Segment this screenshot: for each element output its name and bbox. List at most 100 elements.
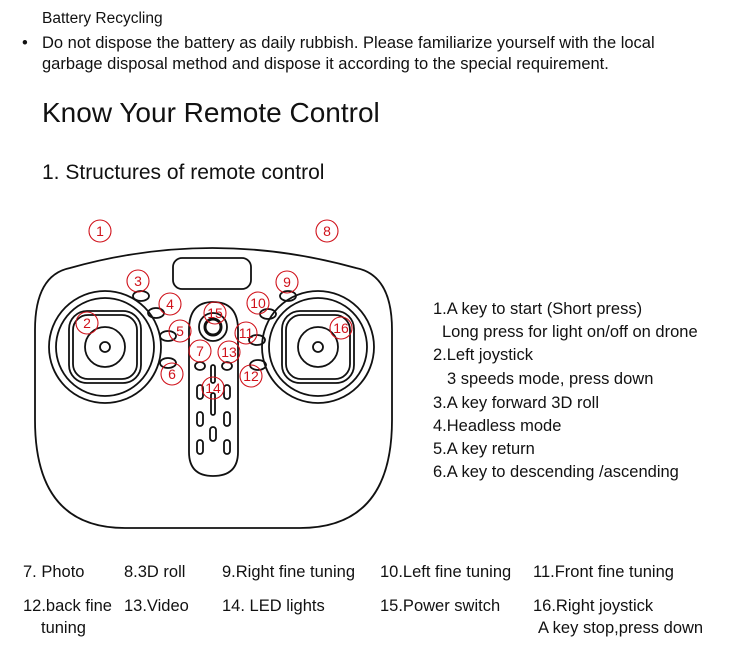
callout-16: 16 [329, 316, 353, 340]
callout-4: 4 [158, 292, 182, 316]
battery-text-1: Do not dispose the battery as daily rubb… [42, 34, 655, 52]
bullet: • [22, 34, 28, 52]
diagram-shape [48, 290, 162, 404]
diagram-shape [281, 310, 355, 384]
section-title: 1. Structures of remote control [42, 161, 325, 184]
diagram-shape [158, 292, 182, 316]
callout-9: 9 [275, 270, 299, 294]
callout-number: 8 [323, 223, 331, 239]
callout-number: 6 [168, 366, 176, 382]
callout-6: 6 [160, 362, 184, 386]
diagram-shape [312, 341, 324, 353]
legend-item: A key stop,press down [538, 619, 704, 637]
legend-item: 12.back fine [23, 597, 112, 615]
diagram-shape [261, 290, 375, 404]
callout-1: 1 [88, 219, 112, 243]
diagram-shape [194, 361, 206, 371]
diagram-shape [285, 314, 351, 380]
callout-number: 13 [221, 344, 237, 360]
callout-10: 10 [246, 291, 270, 315]
battery-text-2: garbage disposal method and dispose it a… [42, 55, 609, 73]
legend-item: 15.Power switch [380, 597, 501, 615]
callout-2: 2 [75, 311, 99, 335]
callout-8: 8 [315, 219, 339, 243]
display-screen [172, 257, 252, 290]
diagram-shape [203, 301, 227, 325]
diagram-shape [315, 219, 339, 243]
diagram-shape [68, 310, 142, 384]
diagram-shape [188, 301, 239, 477]
diagram-shape [188, 339, 212, 363]
diagram-shape [217, 340, 241, 364]
diagram-shape [279, 290, 297, 302]
diagram-shape [159, 357, 177, 369]
callout-number: 3 [134, 273, 142, 289]
diagram-shape [196, 411, 204, 427]
diagram-shape [223, 411, 231, 427]
callout-3: 3 [126, 269, 150, 293]
remote-body-outline [34, 247, 393, 529]
diagram-shape [221, 361, 233, 371]
diagram-shape [132, 290, 150, 302]
legend-item: 14. LED lights [222, 597, 325, 615]
diagram-shape [234, 321, 258, 345]
diagram-shape [329, 316, 353, 340]
callouts: 1 2 3 4 5 6 7 8 9 10 11 12 13 14 15 16 [75, 219, 353, 400]
diagram-shape [126, 269, 150, 293]
diagram-shape [75, 311, 99, 335]
callout-number: 7 [196, 343, 204, 359]
diagram-shape [196, 439, 204, 455]
callout-14: 14 [201, 376, 225, 400]
legend-item: Long press for light on/off on drone [442, 323, 698, 341]
diagram-shape [239, 364, 263, 388]
callout-number: 12 [243, 368, 259, 384]
legend-item: 10.Left fine tuning [380, 563, 512, 581]
diagram-shape [246, 291, 270, 315]
callout-number: 9 [283, 274, 291, 290]
legend-item: 13.Video [124, 597, 189, 615]
diagram-shape [203, 317, 223, 337]
legend-item: 4.Headless mode [433, 417, 562, 435]
legend-item: 2.Left joystick [433, 346, 533, 364]
diagram-shape [198, 312, 228, 342]
diagram-shape [201, 376, 225, 400]
callout-number: 1 [96, 223, 104, 239]
diagram-shape [72, 314, 138, 380]
diagram-shape [223, 439, 231, 455]
diagram-shape [210, 392, 216, 416]
callout-11: 11 [234, 321, 258, 345]
callout-number: 2 [83, 315, 91, 331]
diagram-shape [210, 364, 216, 384]
callout-15: 15 [203, 301, 227, 325]
legend-item: 3.A key forward 3D roll [433, 394, 599, 412]
diagram-shape [297, 326, 339, 368]
left-joystick [48, 290, 162, 404]
legend-item: 16.Right joystick [533, 597, 654, 615]
legend-item: 1.A key to start (Short press) [433, 300, 643, 318]
battery-title: Battery Recycling [42, 10, 163, 27]
diagram-shape [223, 384, 231, 400]
callout-number: 15 [207, 305, 223, 321]
diagram-shape [99, 341, 111, 353]
legend-item: 5.A key return [433, 440, 535, 458]
diagram-shape [168, 319, 192, 343]
callout-number: 14 [205, 380, 221, 396]
callout-number: 10 [250, 295, 266, 311]
legend-item: 6.A key to descending /ascending [433, 463, 679, 481]
legend-item: tuning [41, 619, 86, 637]
callout-number: 16 [333, 320, 349, 336]
diagram-shape [55, 297, 155, 397]
diagram-shape [88, 219, 112, 243]
center-column [188, 301, 239, 477]
callout-7: 7 [188, 339, 212, 363]
legend-item: 3 speeds mode, press down [447, 370, 654, 388]
callout-number: 11 [239, 325, 254, 341]
legend-item: 8.3D roll [124, 563, 186, 581]
callout-number: 4 [166, 296, 174, 312]
diagram-shape [275, 270, 299, 294]
page-title: Know Your Remote Control [42, 97, 380, 128]
callout-number: 5 [176, 323, 184, 339]
callout-5: 5 [168, 319, 192, 343]
diagram-shape [84, 326, 126, 368]
